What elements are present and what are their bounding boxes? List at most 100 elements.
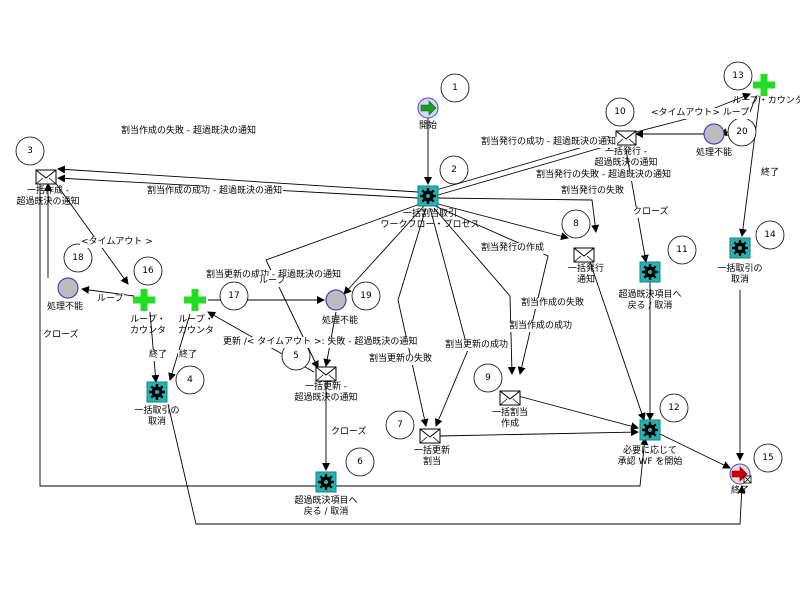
envelope-icon[interactable] [499,390,521,406]
node-number: 20 [736,127,748,137]
num-circle-7 [385,410,415,440]
start-icon[interactable] [417,97,439,119]
node-7-label: 一括更新 割当 [414,446,450,468]
node-2-label-line1: 一括割当取引 [402,209,458,219]
gear-icon[interactable] [638,260,662,284]
edge-label: 割当更新の失敗 [368,354,434,365]
edge-2-19 [343,205,425,295]
edge-label: 終了 [148,350,169,361]
node-number: 4 [187,375,193,385]
num-circle-8 [561,209,591,239]
node-number: 12 [668,403,680,413]
edge-label: クローズ [330,427,368,438]
node-12-label: 必要に応じて 承認 WF を開始 [618,446,683,468]
gear-icon[interactable] [416,184,440,208]
edge-label: 割当発行の失敗 - 超過既決の通知 [535,170,672,181]
node-number: 7 [397,420,403,430]
node-2-label: 一括割当取引 ワークフロー・プロセス [380,209,479,231]
edge-label: 割当発行の成功 - 超過既決の通知 [480,137,617,148]
node-3-label-line1: 一括作成 - [26,186,70,196]
node-16-label-line2: カウンタ [129,326,167,336]
edge-label: ループ [96,294,125,305]
node-number: 2 [451,165,457,175]
edge-label: 割当作成の失敗 - 超過既決の通知 [120,126,257,137]
node-number: 15 [762,453,774,463]
edge-label: クローズ [42,330,80,341]
plus-icon[interactable] [133,289,155,311]
plus-icon[interactable] [184,289,206,311]
edge-2-8-create [437,203,569,241]
node-6-label-line1: 超過既決項目へ [294,496,358,506]
node-number: 5 [293,351,299,361]
grey-circle-icon[interactable] [325,289,347,311]
node-number: 10 [614,107,626,117]
edge-2-9-fail [434,205,549,375]
gear-icon[interactable] [638,418,662,442]
edge-2-3-fail [57,165,419,193]
edge-9-12 [517,395,639,431]
num-circle-6 [345,447,375,477]
node-10-label-line2: 超過既決の通知 [594,158,658,168]
edge-label: 割当作成の成功 [508,321,574,332]
gear-icon[interactable] [145,380,169,404]
node-12-label-line2: 承認 WF を開始 [617,457,683,467]
grey-circle-icon[interactable] [703,123,725,145]
node-number: 11 [676,245,688,255]
edge-2-9-success [433,207,516,375]
num-circle-12 [659,393,689,423]
node-5-label-line2: 超過既決の通知 [294,393,358,403]
node-16-label-line1: ループ・ [130,315,166,325]
plus-icon[interactable] [753,74,775,96]
envelope-icon[interactable] [419,428,441,444]
edge-7-12 [439,428,639,437]
node-20-label: 処理不能 [695,148,733,158]
end-icon[interactable] [729,463,752,485]
node-2-label-line2: ワークフロー・プロセス [380,220,480,230]
edge-2-10-fail [437,142,615,196]
node-8-label: 一括発行 通知 [568,264,604,286]
edge-label: 割当更新の成功 - 超過既決の通知 [205,270,342,281]
node-4-label-line2: 取消 [147,417,167,427]
envelope-icon[interactable] [573,247,595,263]
num-circle-10 [605,97,635,127]
grey-circle-icon[interactable] [57,277,79,299]
edge-17-4 [168,313,191,381]
node-6-label-line2: 戻る / 取消 [303,507,349,517]
edge-4-15 [167,403,746,525]
node-number: 1 [452,83,458,93]
edge-label: ループ [258,276,287,287]
node-number: 17 [228,291,240,301]
num-circle-9 [473,363,503,393]
envelope-icon[interactable] [35,169,57,185]
envelope-icon[interactable] [615,130,637,146]
edge-10-11 [625,149,649,263]
edge-label: 割当更新の成功 [444,340,510,351]
node-9-label-line1: 一括割当 [491,408,529,418]
gear-icon[interactable] [314,470,338,494]
node-19-label: 処理不能 [321,316,359,326]
node-9-label: 一括割当 作成 [492,408,528,430]
node-9-label-line2: 作成 [500,419,520,429]
edge-2-8-fail [437,197,600,233]
edge-label: 割当作成の成功 - 超過既決の通知 [146,186,283,197]
gear-icon[interactable] [728,236,752,260]
node-4-label-line1: 一括取引の [134,406,180,416]
node-14-label: 一括取引の 取消 [717,264,762,286]
node-number: 6 [357,457,363,467]
node-number: 16 [142,266,154,276]
edge-label: 更新 /< タイムアウト >: 失敗 - 超過既決の通知 [222,337,419,348]
node-17-label-line2: カウンタ [177,326,215,336]
node-11-label: 超過既決項目へ 戻る / 取消 [618,290,681,312]
num-circle-2 [439,155,469,185]
node-number: 14 [764,230,776,240]
envelope-icon[interactable] [315,366,337,382]
node-3-label: 一括作成 - 超過既決の通知 [16,186,79,208]
num-circle-1 [440,73,470,103]
node-number: 3 [27,146,33,156]
node-8-label-line2: 通知 [576,275,596,285]
edge-3-12 [39,184,649,487]
num-circle-13 [723,61,753,91]
edge-label: <タイムアウト> ループ [650,108,751,119]
edge-12-15 [659,433,731,469]
